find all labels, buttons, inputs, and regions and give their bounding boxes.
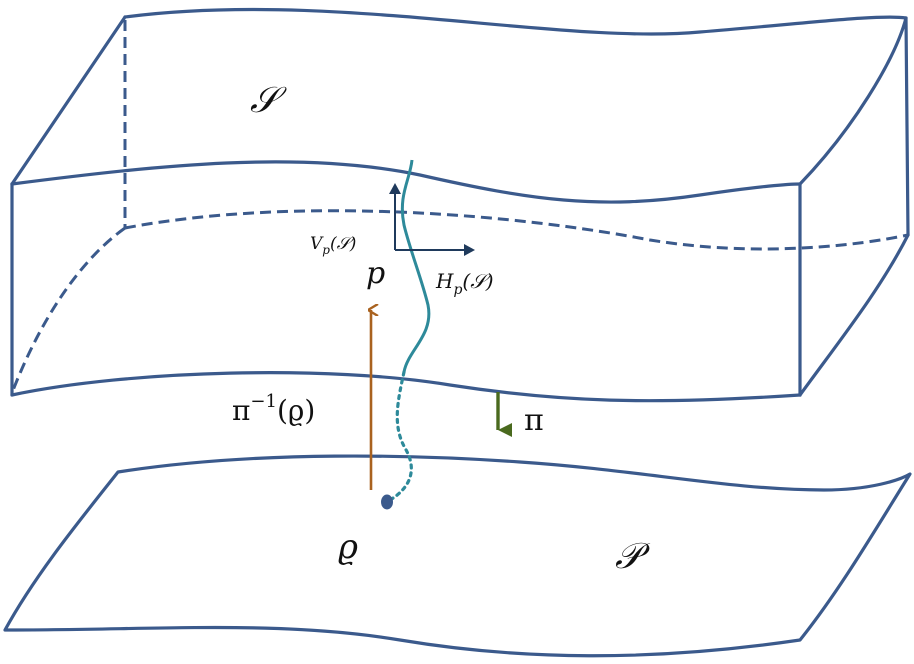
preimage-label: π−1(ϱ) [232, 391, 315, 427]
top-face-front-edge [10, 160, 802, 204]
right-face-bottom-edge [798, 233, 910, 397]
vertical-space-symbol: V [310, 234, 324, 254]
fiber-curve [400, 159, 431, 373]
base-point-label: ϱ [338, 527, 358, 567]
right-face-back-edge [904, 16, 910, 237]
base-point-dot [381, 494, 393, 510]
preimage-exponent: −1 [250, 391, 277, 412]
point-p-label: p [366, 256, 385, 291]
hidden-bottom-left-edge [10, 226, 126, 394]
horizontal-space-subscript: p [453, 282, 462, 298]
fiber-curve-dotted [388, 370, 413, 502]
base-sheet-outline [3, 454, 912, 658]
vertical-space-subscript: p [322, 243, 330, 257]
top-face-right-edge [798, 16, 908, 186]
hidden-bottom-back-edge [124, 209, 909, 251]
horizontal-space-symbol: H [435, 269, 454, 293]
base-space-sheet [3, 454, 912, 658]
horizontal-space-label: Hp(𝒮) [435, 269, 494, 298]
base-space-label: 𝒫 [615, 536, 651, 577]
projection-label: π [524, 403, 544, 438]
vertical-axis-arrowhead [389, 183, 401, 194]
top-face-left-edge [10, 15, 127, 186]
total-space-box [10, 7, 910, 403]
preimage-pi: π [232, 394, 250, 427]
tangent-axes [389, 183, 475, 256]
front-face-bottom-edge [10, 371, 802, 403]
horizontal-axis-arrowhead [464, 244, 475, 256]
horizontal-space-argument: (𝒮) [462, 269, 493, 293]
preimage-argument: (ϱ) [277, 394, 315, 427]
total-space-label: 𝒮 [250, 80, 287, 121]
vertical-space-label: Vp(𝒮) [310, 234, 356, 257]
vertical-space-argument: (𝒮) [330, 234, 356, 254]
top-face-back-edge [123, 7, 908, 36]
